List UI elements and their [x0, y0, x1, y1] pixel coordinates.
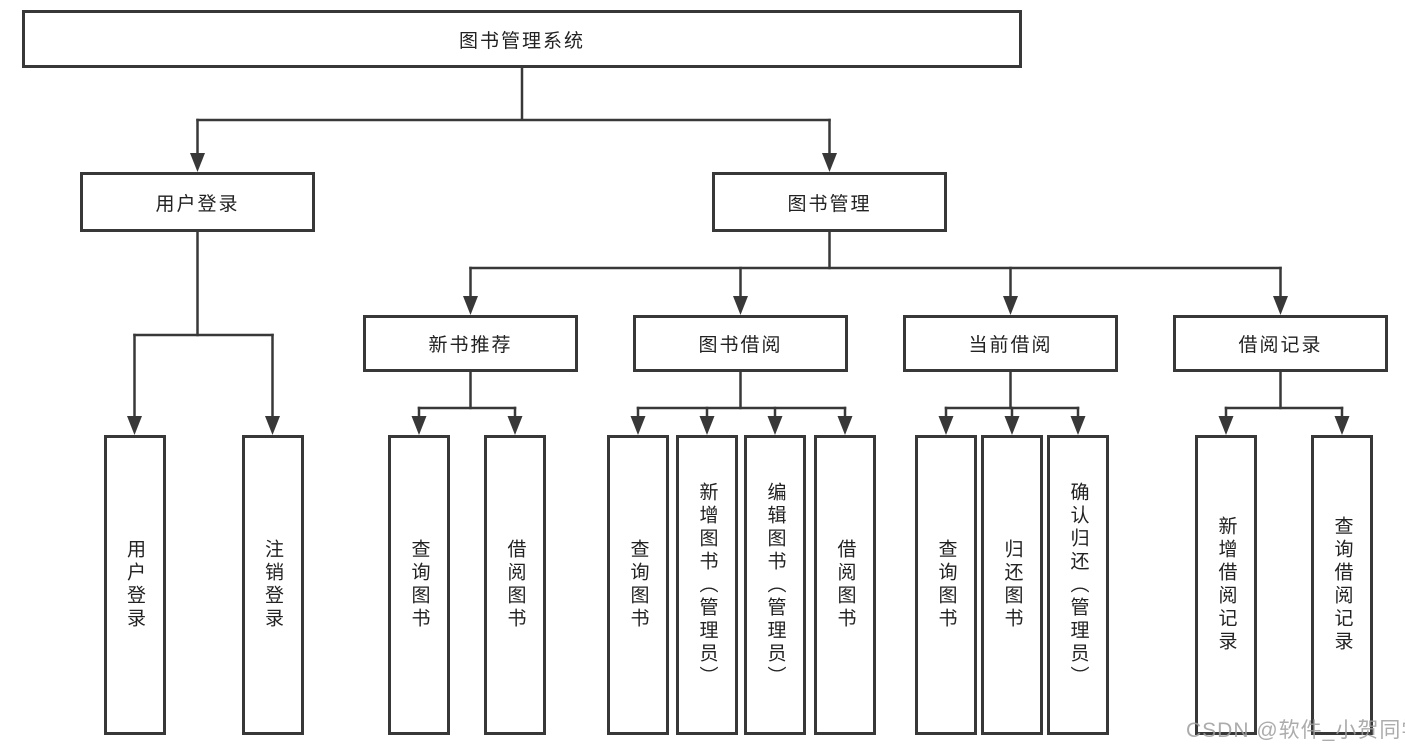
leaf-add-book-admin-label: 新增图书（管理员）	[696, 481, 718, 689]
node-new-book-recommend: 新书推荐	[363, 315, 578, 372]
leaf-borrow-query-book-label: 查询图书	[627, 539, 649, 631]
leaf-logout: 注销登录	[241, 435, 304, 735]
node-borrow-records: 借阅记录	[1173, 315, 1388, 372]
leaf-borrow-query-book: 查询图书	[607, 435, 669, 735]
node-book-borrow: 图书借阅	[633, 315, 848, 372]
node-new-book-recommend-label: 新书推荐	[428, 335, 513, 356]
leaf-confirm-return-admin: 确认归还（管理员）	[1047, 435, 1109, 735]
leaf-add-book-admin: 新增图书（管理员）	[676, 435, 738, 735]
node-current-borrow: 当前借阅	[903, 315, 1118, 372]
leaf-logout-label: 注销登录	[262, 539, 283, 631]
node-user-login-label: 用户登录	[155, 193, 240, 215]
leaf-rec-borrow-book-label: 借阅图书	[504, 539, 526, 631]
leaf-user-login-label: 用户登录	[124, 539, 145, 631]
node-root-label: 图书管理系统	[458, 30, 585, 52]
node-current-borrow-label: 当前借阅	[968, 335, 1053, 356]
leaf-query-borrow-record-label: 查询借阅记录	[1331, 516, 1353, 654]
leaf-user-login: 用户登录	[103, 435, 166, 735]
node-book-borrow-label: 图书借阅	[698, 335, 783, 356]
leaf-add-borrow-record-label: 新增借阅记录	[1215, 516, 1237, 654]
leaf-edit-book-admin: 编辑图书（管理员）	[744, 435, 806, 735]
csdn-watermark: CSDN @软件_小贺同学	[1186, 719, 1405, 742]
node-user-login: 用户登录	[80, 172, 315, 232]
leaf-rec-borrow-book: 借阅图书	[484, 435, 546, 735]
leaf-return-book-label: 归还图书	[1001, 539, 1023, 631]
leaf-query-borrow-record: 查询借阅记录	[1311, 435, 1373, 735]
leaf-rec-query-book: 查询图书	[388, 435, 450, 735]
leaf-borrow-book: 借阅图书	[814, 435, 876, 735]
leaf-rec-query-book-label: 查询图书	[408, 539, 430, 631]
leaf-edit-book-admin-label: 编辑图书（管理员）	[764, 481, 786, 689]
leaf-confirm-return-admin-label: 确认归还（管理员）	[1067, 481, 1089, 689]
node-book-management-label: 图书管理	[787, 193, 872, 215]
node-root: 图书管理系统	[22, 10, 1022, 68]
node-borrow-records-label: 借阅记录	[1238, 335, 1323, 356]
leaf-add-borrow-record: 新增借阅记录	[1195, 435, 1257, 735]
leaf-borrow-book-label: 借阅图书	[834, 539, 856, 631]
leaf-current-query-book: 查询图书	[915, 435, 977, 735]
leaf-return-book: 归还图书	[981, 435, 1043, 735]
leaf-current-query-book-label: 查询图书	[935, 539, 957, 631]
node-book-management: 图书管理	[712, 172, 947, 232]
